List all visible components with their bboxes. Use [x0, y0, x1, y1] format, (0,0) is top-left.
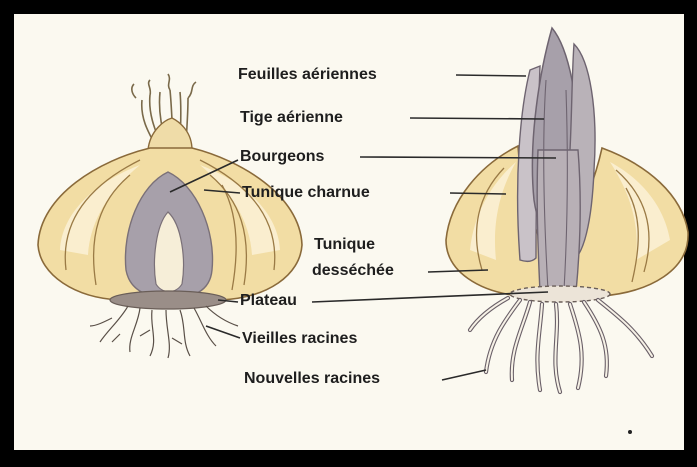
label-bourgeons: Bourgeons [240, 148, 324, 166]
label-plateau: Plateau [240, 292, 297, 310]
label-tunique: Tunique [314, 236, 375, 254]
label-tige-aerienne: Tige aérienne [240, 109, 343, 127]
label-dessechee: desséchée [312, 262, 394, 280]
label-feuilles-aeriennes: Feuilles aériennes [238, 66, 377, 84]
paper-speck [628, 430, 632, 434]
label-vieilles-racines: Vieilles racines [242, 330, 357, 348]
leader-tige [410, 118, 544, 119]
leader-feuilles [456, 75, 526, 76]
label-tunique-charnue: Tunique charnue [242, 184, 370, 202]
label-nouvelles-racines: Nouvelles racines [244, 370, 380, 388]
right-bulb-plateau [510, 286, 610, 302]
leader-tunique-charnue-right [450, 193, 506, 194]
leader-bourgeons-right [360, 157, 556, 158]
